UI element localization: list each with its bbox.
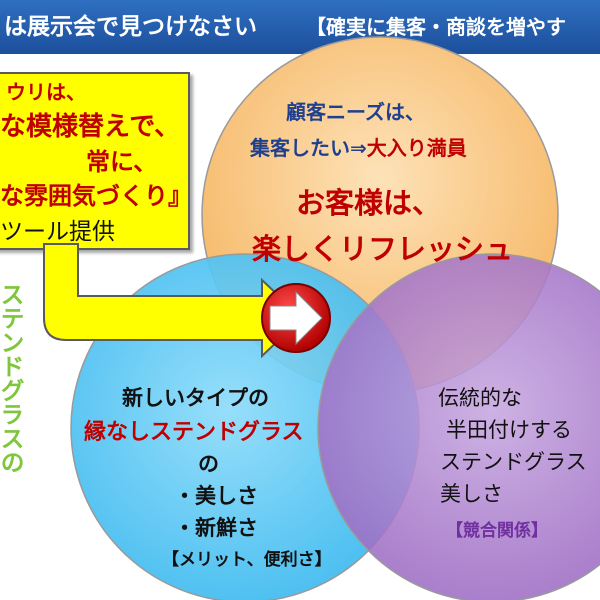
new-type-line-1: 新しいタイプの [122,386,269,410]
page-title: は展示会で見つけなさい [4,14,257,40]
circle-traditional [317,253,600,600]
headline-customers: お客様は、 [296,186,442,220]
new-type-line-5: ・新鮮さ [174,516,258,540]
traditional-line-1: 伝統的な [438,386,522,410]
callout-line-3: 常に、 [86,148,158,176]
page-subtitle: 【確実に集客・商談を増やす [306,15,566,39]
title-banner: は展示会で見つけなさい 【確実に集客・商談を増やす [0,0,600,54]
customer-needs-label: 顧客ニーズは、 [286,100,425,124]
customer-needs-desc-prefix: 集客したい⇒ [250,136,367,160]
traditional-line-3: ステンドグラス [440,450,587,474]
traditional-line-2: 半田付けする [446,418,572,442]
customer-needs-desc: 集客したい⇒大入り満員 [250,132,467,161]
new-type-line-6: 【メリット、便利さ】 [162,550,332,570]
traditional-line-5: 【競合関係】 [446,521,548,541]
headline-refresh: 楽しくリフレッシュ [252,232,514,266]
callout-line-5: ツール提供 [0,219,115,245]
callout-line-4: な雰囲気づくり』 [0,182,192,210]
callout-box [0,72,190,250]
new-type-line-4: ・美しさ [174,484,258,508]
customer-needs-highlight: 大入り満員 [366,136,467,160]
callout-line-2: な模様替えで、 [0,112,181,142]
new-type-line-2: 縁なしステンドグラス [84,420,304,445]
right-arrow-icon [261,283,331,353]
new-type-line-3: の [198,452,219,476]
callout-line-1: ウリは、 [6,80,86,104]
side-vertical-text: ステンドグラスの [0,282,24,474]
traditional-line-4: 美しさ [440,482,503,506]
connector-arrow-body [43,243,304,359]
